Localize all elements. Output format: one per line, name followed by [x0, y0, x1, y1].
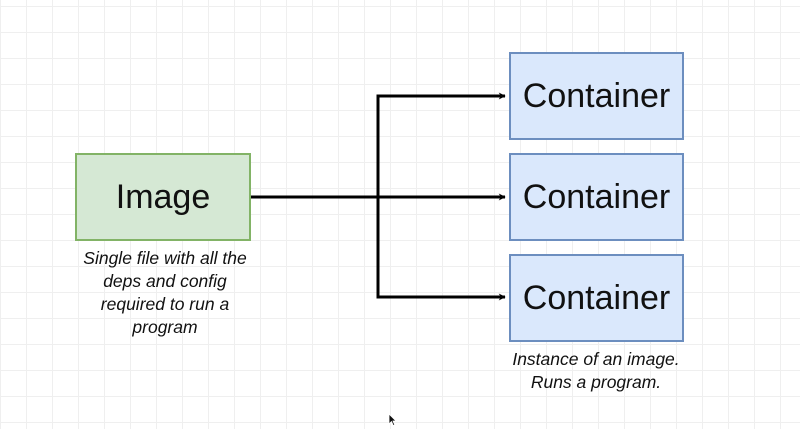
mouse-pointer-icon	[388, 413, 397, 427]
container-node-label: Container	[522, 76, 671, 115]
container-caption-line: Instance of an image.	[512, 349, 680, 369]
container-caption: Instance of an image. Runs a program.	[478, 348, 714, 394]
image-node-label: Image	[115, 177, 211, 216]
container-caption-line: Runs a program.	[530, 372, 662, 392]
image-caption-line: Single file with all the	[83, 248, 247, 268]
container-node-1[interactable]: Container	[509, 52, 684, 140]
image-node[interactable]: Image	[75, 153, 251, 241]
edge-image-to-container-3	[376, 197, 506, 301]
container-node-3[interactable]: Container	[509, 254, 684, 342]
image-caption-line: deps and config	[103, 271, 227, 291]
container-node-label: Container	[522, 177, 671, 216]
container-node-label: Container	[522, 278, 671, 317]
image-caption: Single file with all the deps and config…	[55, 247, 275, 339]
image-caption-line: required to run a	[100, 294, 230, 314]
edge-image-to-container-1	[251, 92, 506, 199]
image-caption-line: program	[132, 317, 198, 337]
container-node-2[interactable]: Container	[509, 153, 684, 241]
